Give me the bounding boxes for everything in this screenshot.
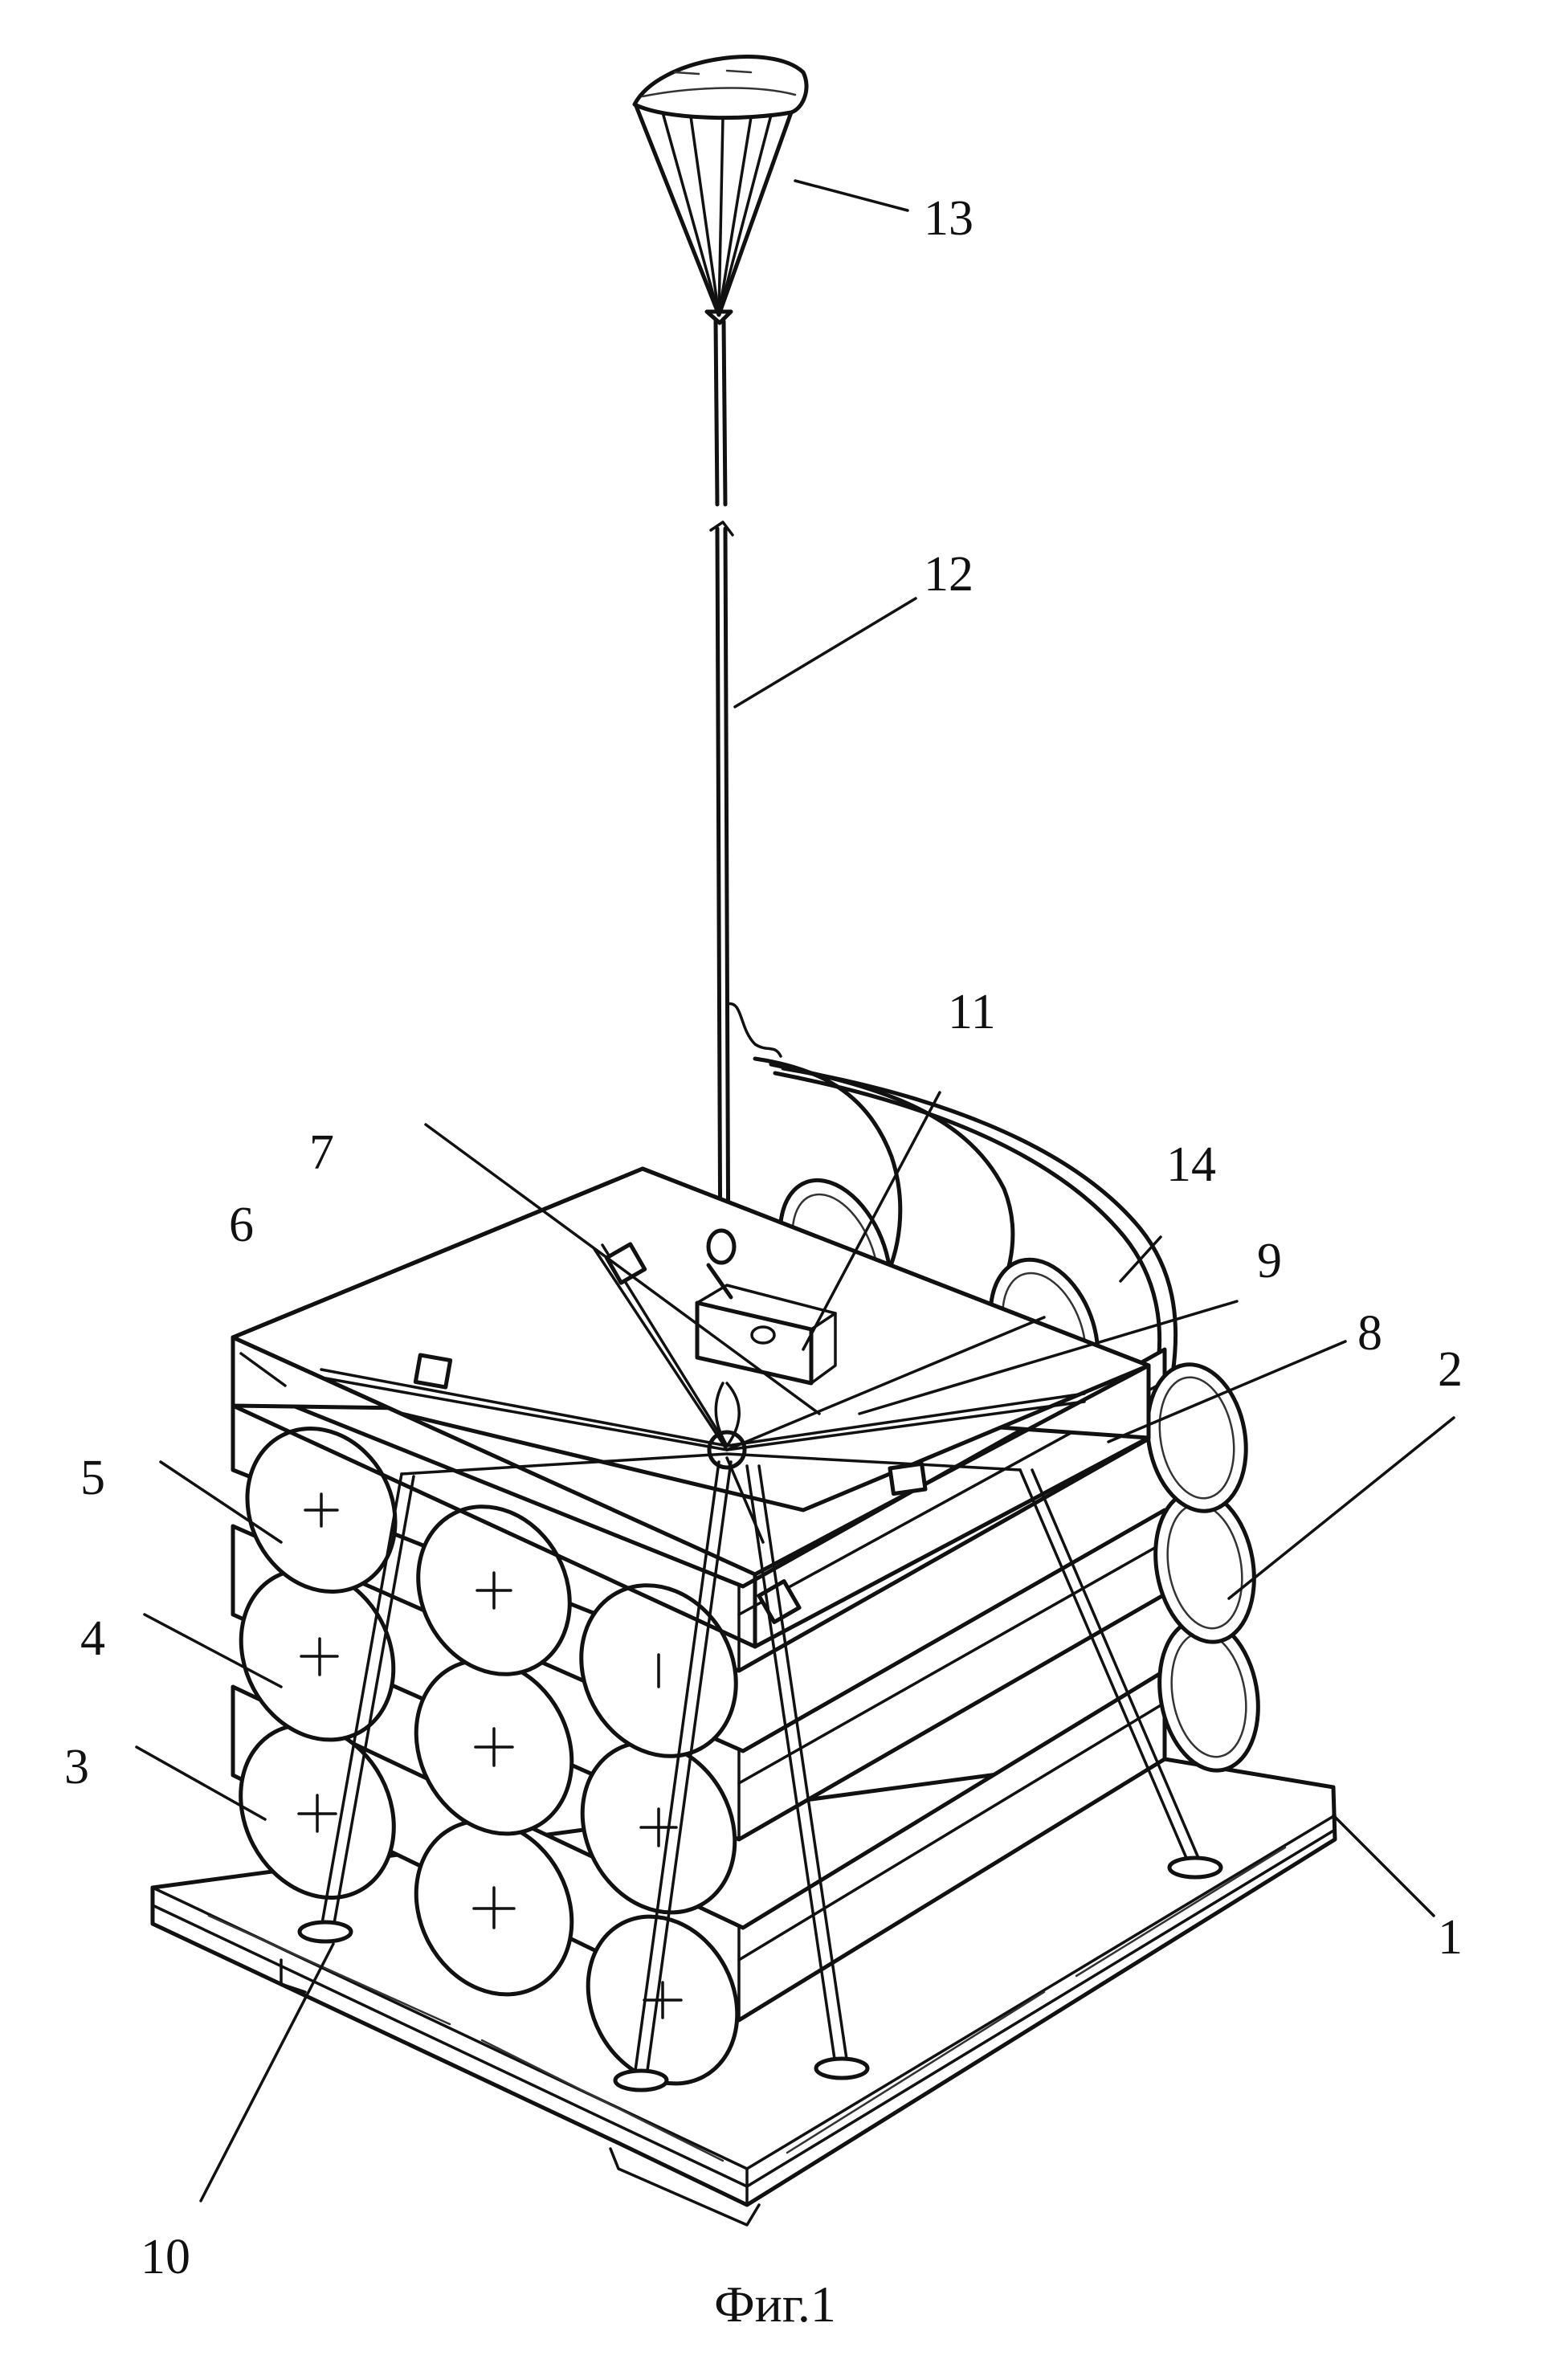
label-10: 10 xyxy=(141,2230,190,2284)
label-7: 7 xyxy=(309,1125,334,1180)
label-6: 6 xyxy=(229,1198,254,1252)
label-3: 3 xyxy=(64,1740,89,1794)
label-9: 9 xyxy=(1257,1234,1282,1288)
label-5: 5 xyxy=(80,1451,105,1505)
label-14: 14 xyxy=(1166,1137,1216,1192)
label-4: 4 xyxy=(80,1611,105,1666)
label-12: 12 xyxy=(924,547,973,602)
parachute xyxy=(635,57,806,323)
figure-caption: Фиг.1 xyxy=(714,2276,836,2333)
label-13: 13 xyxy=(924,191,973,246)
label-2: 2 xyxy=(1438,1342,1463,1397)
label-8: 8 xyxy=(1357,1306,1382,1361)
suspension-line xyxy=(711,321,733,1292)
label-11: 11 xyxy=(948,985,996,1039)
label-1: 1 xyxy=(1438,1910,1463,1965)
